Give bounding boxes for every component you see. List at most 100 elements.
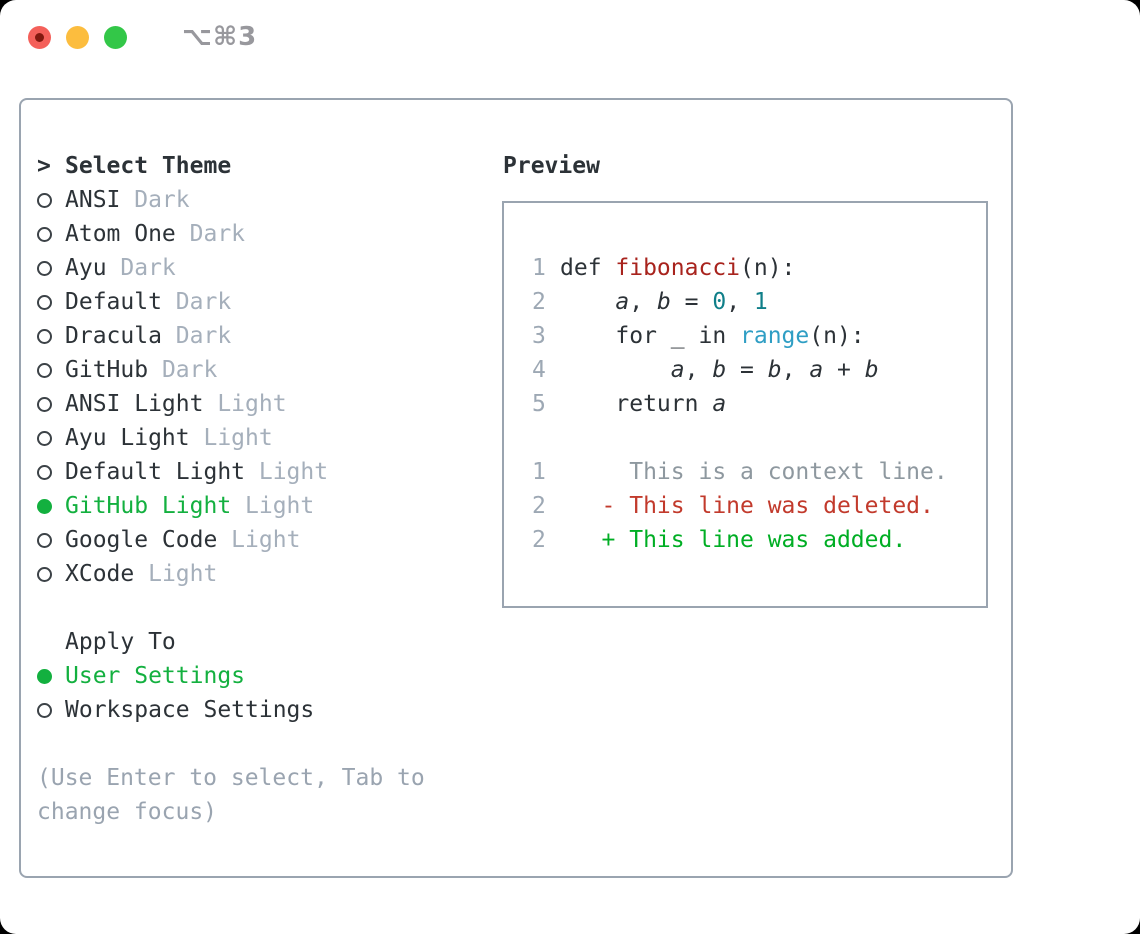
line-number: 3 bbox=[532, 323, 546, 349]
code-text: return a bbox=[560, 391, 727, 417]
theme-variant-tag: Light bbox=[203, 391, 287, 417]
apply-to-header: Apply To bbox=[37, 625, 425, 659]
theme-name: XCode bbox=[65, 561, 135, 587]
line-number: 2 bbox=[532, 493, 546, 519]
radio-icon bbox=[37, 362, 65, 378]
preview-heading: Preview bbox=[503, 153, 600, 179]
theme-option-ayu-light[interactable]: Ayu Light Light bbox=[37, 421, 425, 455]
radio-selected-icon bbox=[37, 668, 52, 684]
radio-unselected-icon bbox=[37, 192, 52, 208]
theme-option-dracula[interactable]: Dracula Dark bbox=[37, 319, 425, 353]
theme-variant-tag: Dark bbox=[161, 323, 232, 349]
radio-unselected-icon bbox=[37, 362, 52, 378]
radio-icon bbox=[37, 702, 65, 718]
code-line: 1 def fibonacci(n): bbox=[532, 251, 986, 285]
line-number: 1 bbox=[532, 255, 546, 281]
radio-unselected-icon bbox=[37, 566, 52, 582]
radio-icon bbox=[37, 464, 65, 480]
radio-unselected-icon bbox=[37, 702, 52, 718]
theme-variant-tag: Dark bbox=[161, 289, 232, 315]
radio-icon bbox=[37, 498, 65, 514]
theme-option-xcode[interactable]: XCode Light bbox=[37, 557, 425, 591]
radio-unselected-icon bbox=[37, 226, 52, 242]
apply-option-workspace-settings[interactable]: Workspace Settings bbox=[37, 693, 425, 727]
radio-icon bbox=[37, 668, 65, 684]
theme-option-google-code[interactable]: Google Code Light bbox=[37, 523, 425, 557]
theme-option-ansi-light[interactable]: ANSI Light Light bbox=[37, 387, 425, 421]
code-text: This is a context line. bbox=[560, 459, 948, 485]
minimize-button[interactable] bbox=[66, 25, 89, 49]
select-theme-label: Select Theme bbox=[65, 153, 232, 179]
radio-icon bbox=[37, 260, 65, 276]
hint-text-line-1: (Use Enter to select, Tab to bbox=[37, 761, 425, 795]
theme-name: GitHub bbox=[65, 357, 149, 383]
radio-unselected-icon bbox=[37, 396, 52, 412]
theme-variant-tag: Light bbox=[134, 561, 218, 587]
code-text: - This line was deleted. bbox=[560, 493, 934, 519]
radio-icon bbox=[37, 192, 65, 208]
zoom-button[interactable] bbox=[104, 25, 127, 49]
radio-icon bbox=[37, 328, 65, 344]
close-button-dot-icon bbox=[35, 32, 44, 42]
hint-text: (Use Enter to select, Tab to bbox=[37, 765, 425, 791]
radio-selected-icon bbox=[37, 498, 52, 514]
titlebar: ⌥⌘3 bbox=[0, 0, 1140, 74]
apply-option-name: User Settings bbox=[65, 663, 246, 689]
code-text: a, b = b, a + b bbox=[670, 357, 879, 383]
theme-name: ANSI Light bbox=[65, 391, 204, 417]
theme-variant-tag: Dark bbox=[106, 255, 176, 281]
diff-line: 2 - This line was deleted. bbox=[532, 489, 986, 523]
theme-name: Atom One bbox=[65, 221, 176, 247]
theme-option-github[interactable]: GitHub Dark bbox=[37, 353, 425, 387]
theme-option-ansi[interactable]: ANSI Dark bbox=[37, 183, 425, 217]
radio-unselected-icon bbox=[37, 532, 52, 548]
radio-icon bbox=[37, 226, 65, 242]
window-title: ⌥⌘3 bbox=[182, 22, 258, 52]
theme-variant-tag: Light bbox=[217, 527, 301, 553]
radio-icon bbox=[37, 396, 65, 412]
diff-line: 1 This is a context line. bbox=[532, 455, 986, 489]
theme-variant-tag: Light bbox=[245, 459, 329, 485]
diff-line: 2 + This line was added. bbox=[532, 523, 986, 557]
code-line: 5 return a bbox=[532, 387, 986, 421]
line-number: 2 bbox=[532, 527, 546, 553]
code-line: 2 a, b = 0, 1 bbox=[532, 285, 986, 319]
code-line: 3 for _ in range(n): bbox=[532, 319, 986, 353]
theme-name: Ayu Light bbox=[65, 425, 190, 451]
apply-option-user-settings[interactable]: User Settings bbox=[37, 659, 425, 693]
radio-icon bbox=[37, 430, 65, 446]
radio-icon bbox=[37, 532, 65, 548]
theme-variant-tag: Light bbox=[189, 425, 273, 451]
theme-variant-tag: Dark bbox=[120, 187, 190, 213]
hint-text: change focus) bbox=[37, 799, 218, 825]
theme-option-default-light[interactable]: Default Light Light bbox=[37, 455, 425, 489]
radio-unselected-icon bbox=[37, 260, 52, 276]
theme-option-default[interactable]: Default Dark bbox=[37, 285, 425, 319]
theme-option-github-light[interactable]: GitHub Light Light bbox=[37, 489, 425, 523]
apply-to-label: Apply To bbox=[65, 629, 176, 655]
radio-unselected-icon bbox=[37, 430, 52, 446]
code-text: def fibonacci(n): bbox=[560, 255, 796, 281]
theme-name: Default bbox=[65, 289, 162, 315]
theme-variant-tag: Dark bbox=[175, 221, 246, 247]
theme-option-ayu[interactable]: Ayu Dark bbox=[37, 251, 425, 285]
theme-variant-tag: Dark bbox=[148, 357, 218, 383]
close-button[interactable] bbox=[28, 25, 51, 49]
line-number: 2 bbox=[532, 289, 546, 315]
theme-option-atom-one[interactable]: Atom One Dark bbox=[37, 217, 425, 251]
radio-unselected-icon bbox=[37, 294, 52, 310]
line-number: 5 bbox=[532, 391, 546, 417]
line-number: 4 bbox=[532, 357, 546, 383]
apply-option-name: Workspace Settings bbox=[65, 697, 315, 723]
theme-name: ANSI bbox=[65, 187, 121, 213]
radio-unselected-icon bbox=[37, 328, 52, 344]
theme-name: Dracula bbox=[65, 323, 162, 349]
code-text: + This line was added. bbox=[560, 527, 907, 553]
select-theme-header: >Select Theme bbox=[37, 149, 425, 183]
radio-icon bbox=[37, 566, 65, 582]
radio-unselected-icon bbox=[37, 464, 52, 480]
code-text: for _ in range(n): bbox=[560, 323, 865, 349]
